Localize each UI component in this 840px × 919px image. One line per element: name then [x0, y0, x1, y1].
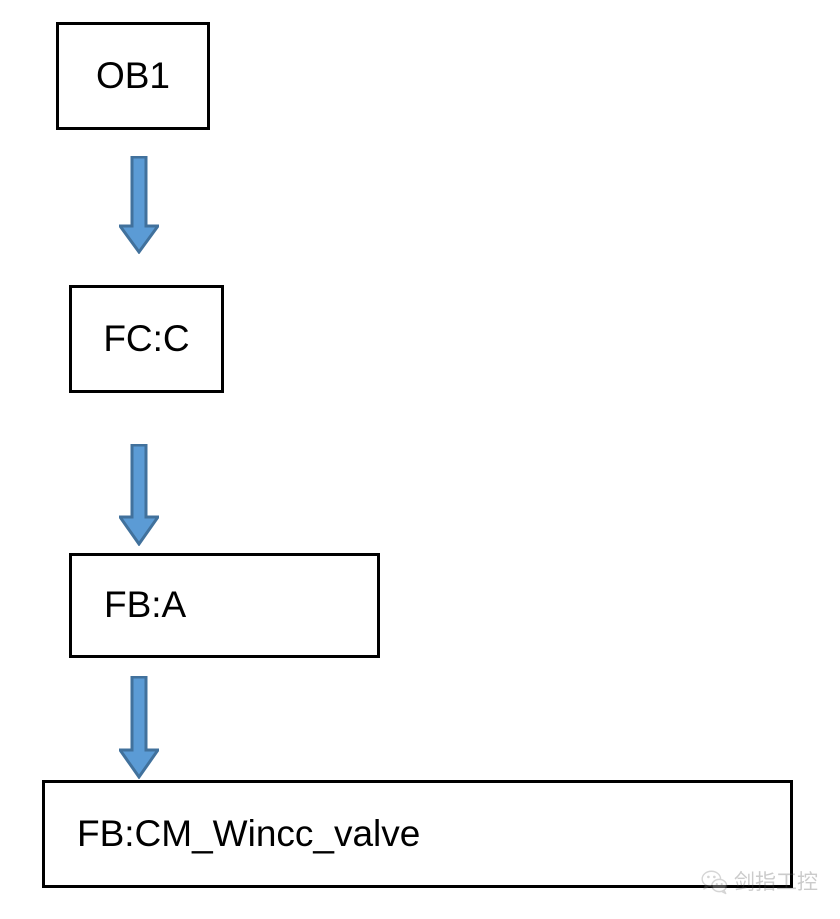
node-fcc-label: FC:C	[103, 317, 190, 359]
arrow-down-icon	[119, 444, 159, 546]
node-fba-label: FB:A	[104, 584, 187, 625]
node-fbcm: FB:CM_Wincc_valve	[42, 780, 793, 888]
node-fbcm-label: FB:CM_Wincc_valve	[77, 812, 421, 854]
node-ob1-label: OB1	[95, 54, 171, 96]
arrow-down-icon	[119, 156, 159, 254]
arrow-down-icon	[119, 676, 159, 779]
node-fba: FB:A	[69, 553, 380, 658]
node-fcc: FC:C	[69, 285, 224, 393]
node-ob1: OB1	[56, 22, 210, 130]
